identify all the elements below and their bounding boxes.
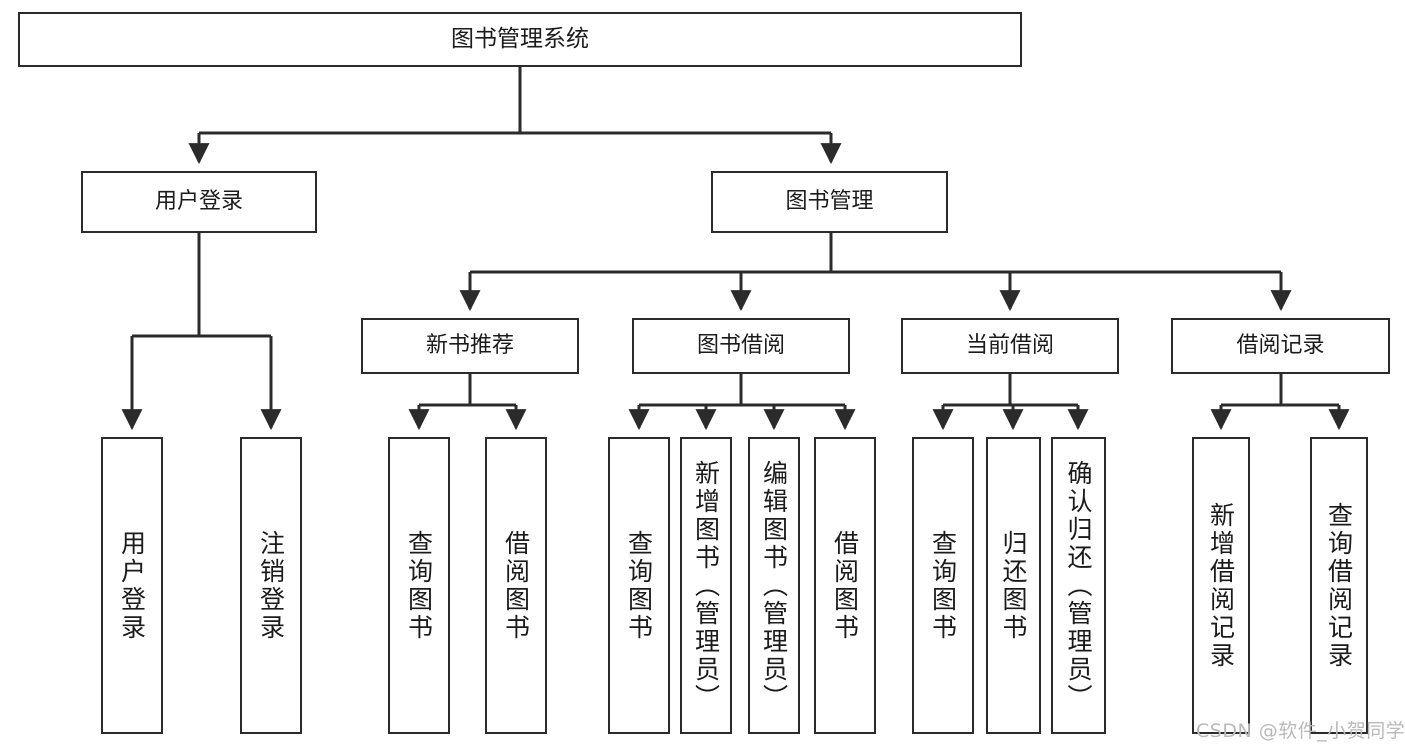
node-root[interactable]: 图书管理系统 [18, 12, 1022, 67]
node-new-book-rec[interactable]: 新书推荐 [361, 318, 579, 374]
node-leaf-query-record[interactable]: 查询借阅记录 [1310, 437, 1368, 734]
node-current-borrow[interactable]: 当前借阅 [901, 318, 1119, 374]
node-label: 借阅图书 [830, 529, 860, 642]
node-leaf-user-logout[interactable]: 注销登录 [240, 437, 302, 734]
node-label: 用户登录 [117, 529, 147, 642]
node-label: 借阅记录 [1236, 332, 1325, 358]
node-leaf-user-login[interactable]: 用户登录 [101, 437, 163, 734]
node-book-borrow[interactable]: 图书借阅 [632, 318, 850, 374]
node-label: 查询图书 [928, 529, 958, 642]
node-label: 图书管理系统 [451, 25, 589, 52]
node-user-login[interactable]: 用户登录 [81, 171, 317, 233]
node-label: 归还图书 [999, 529, 1028, 642]
node-label: 确认归还（管理员） [1064, 459, 1093, 712]
node-leaf-add-record[interactable]: 新增借阅记录 [1192, 437, 1250, 734]
node-leaf-query-book-2[interactable]: 查询图书 [608, 437, 670, 734]
node-label: 查询借阅记录 [1324, 501, 1354, 670]
node-leaf-query-book-3[interactable]: 查询图书 [912, 437, 974, 734]
node-label: 当前借阅 [965, 332, 1054, 358]
node-label: 查询图书 [404, 529, 434, 642]
node-leaf-return-book[interactable]: 归还图书 [986, 437, 1041, 734]
node-label: 图书借阅 [696, 332, 785, 358]
node-leaf-borrow-book-2[interactable]: 借阅图书 [814, 437, 876, 734]
node-label: 新书推荐 [425, 332, 514, 358]
node-leaf-confirm-return[interactable]: 确认归还（管理员） [1051, 437, 1106, 734]
node-label: 图书管理 [785, 188, 874, 214]
node-label: 查询图书 [624, 529, 654, 642]
node-label: 用户登录 [154, 188, 243, 214]
node-leaf-borrow-book-1[interactable]: 借阅图书 [485, 437, 547, 734]
node-leaf-query-book-1[interactable]: 查询图书 [388, 437, 450, 734]
node-label: 新增图书（管理员） [691, 459, 721, 712]
node-book-manage[interactable]: 图书管理 [711, 171, 948, 233]
node-label: 注销登录 [256, 529, 286, 642]
node-leaf-edit-book[interactable]: 编辑图书（管理员） [748, 437, 800, 734]
node-borrow-record[interactable]: 借阅记录 [1171, 318, 1390, 374]
node-label: 新增借阅记录 [1206, 501, 1236, 670]
node-label: 编辑图书（管理员） [759, 459, 789, 712]
node-leaf-add-book[interactable]: 新增图书（管理员） [680, 437, 732, 734]
node-label: 借阅图书 [501, 529, 531, 642]
